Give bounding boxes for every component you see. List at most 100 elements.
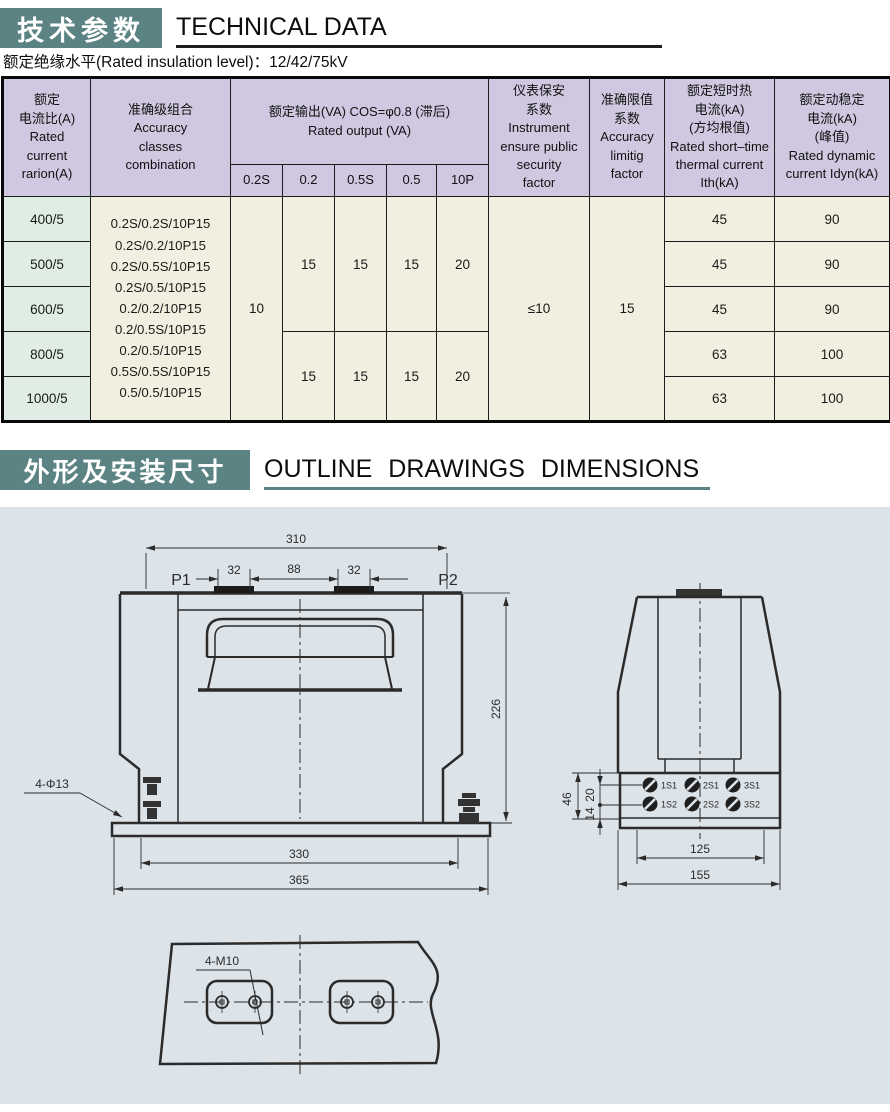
thermal-current-cell: 45: [664, 286, 776, 332]
dim-125: 125: [690, 842, 710, 856]
ratio-cell: 600/5: [2, 286, 91, 332]
output-cell: 15: [386, 331, 437, 422]
header-class-02: 0.2: [282, 164, 335, 197]
outline-title-zh: 外形及安装尺寸: [0, 450, 250, 490]
header-class-05: 0.5: [386, 164, 437, 197]
table-row: 800/5 15 15 15 20 63 100: [2, 331, 890, 422]
dim-226: 226: [489, 699, 503, 719]
dim-32-right: 32: [347, 563, 361, 577]
table-row: 1000/5 63 100: [2, 376, 890, 422]
output-cell: 20: [435, 331, 490, 422]
header-accuracy-limit-factor: 准确限值 系数 Accuracy limitig factor: [589, 77, 666, 197]
plate-holes-label: 4-M10: [205, 954, 239, 968]
mounting-plate-detail: [158, 935, 440, 1075]
accuracy-limit-cell: 15: [589, 196, 666, 422]
outline-title-en: OUTLINE DRAWINGS DIMENSIONS: [264, 455, 710, 490]
header-accuracy-classes: 准确级组合 Accuracy classes combination: [90, 77, 231, 197]
header-rated-current-ratio: 额定 电流比(A) Rated current rarion(A): [2, 77, 91, 197]
ground-stud: [458, 793, 480, 823]
terminal-screw: [642, 796, 658, 812]
thermal-current-cell: 63: [664, 376, 776, 422]
header-rated-output-group: 额定输出(VA) COS=φ0.8 (滞后) Rated output (VA): [229, 77, 490, 165]
terminal-label-3s1: 3S1: [744, 781, 760, 791]
terminal-screw: [684, 777, 700, 793]
terminal-screw: [684, 796, 700, 812]
side-view-dimensions: [572, 769, 781, 890]
terminal-screw: [642, 777, 658, 793]
dynamic-current-cell: 90: [774, 241, 890, 287]
dim-155: 155: [690, 868, 710, 882]
dynamic-current-cell: 100: [774, 376, 890, 422]
technical-section-header: 技术参数 TECHNICAL DATA: [0, 8, 662, 48]
terminal-label-3s2: 3S2: [744, 800, 760, 810]
thermal-current-cell: 45: [664, 196, 776, 242]
dim-365: 365: [289, 873, 309, 887]
terminal-screw: [725, 796, 741, 812]
dim-32-left: 32: [227, 563, 241, 577]
terminal-label-1s2: 1S2: [661, 800, 677, 810]
secondary-terminal-bolts: [143, 777, 161, 819]
mounting-holes-label: 4-Φ13: [35, 777, 69, 791]
instrument-factor-cell: ≤10: [488, 196, 591, 422]
dim-46: 46: [560, 792, 574, 806]
terminal-box: [618, 771, 782, 830]
header-thermal-current: 额定短时热 电流(kA) (方均根值) Rated short–time the…: [664, 77, 776, 197]
dim-88: 88: [287, 562, 301, 576]
output-cell: 15: [282, 196, 335, 332]
header-dynamic-current: 额定动稳定 电流(kA) (峰值) Rated dynamic current …: [774, 77, 890, 197]
dim-330: 330: [289, 847, 309, 861]
outline-section-header: 外形及安装尺寸 OUTLINE DRAWINGS DIMENSIONS: [0, 450, 710, 490]
base-plate: [110, 821, 492, 838]
output-02s-cell: 10: [230, 196, 283, 422]
technical-title-en: TECHNICAL DATA: [176, 13, 662, 48]
ratio-cell: 400/5: [2, 196, 91, 242]
p1-label: P1: [171, 572, 191, 589]
front-window-outer: [205, 617, 395, 657]
output-cell: 15: [334, 196, 387, 332]
header-class-02s: 0.2S: [230, 164, 283, 197]
terminal-screws: 1S1 2S1 3S1 1S2 2S2 3S2: [642, 777, 760, 812]
header-class-10p: 10P: [435, 164, 490, 197]
technical-data-table: 额定 电流比(A) Rated current rarion(A) 准确级组合 …: [1, 76, 890, 423]
side-view-drawing: [616, 583, 782, 839]
dim-310: 310: [286, 532, 306, 546]
dim-20: 20: [583, 788, 597, 802]
table-row: 400/5 0.2S/0.2S/10P15 0.2S/0.2/10P15 0.2…: [2, 196, 890, 422]
output-cell: 15: [282, 331, 335, 422]
terminal-label-2s1: 2S1: [703, 781, 719, 791]
terminal-label-1s1: 1S1: [661, 781, 677, 791]
front-window-inner: [214, 625, 386, 657]
front-view-dimensions: [24, 545, 512, 895]
front-view-drawing: [110, 586, 510, 838]
side-view-labels: 46 20 14 125 155: [560, 788, 710, 882]
output-cell: 20: [435, 196, 490, 332]
terminal-label-2s2: 2S2: [703, 800, 719, 810]
thermal-current-cell: 63: [664, 331, 776, 377]
dim-14: 14: [583, 807, 597, 821]
output-cell: 15: [386, 196, 437, 332]
rated-insulation-level: 额定绝缘水平(Rated insulation level)：12/42/75k…: [3, 54, 348, 71]
front-view-labels: P1 P2 310 32 88 32 226 330 365 4-Φ13: [35, 532, 503, 887]
dynamic-current-cell: 90: [774, 196, 890, 242]
ratio-cell: 500/5: [2, 241, 91, 287]
p2-label: P2: [438, 572, 458, 589]
table-row: 600/5 45 90: [2, 286, 890, 332]
top-cap: [676, 589, 722, 596]
dynamic-current-cell: 100: [774, 331, 890, 377]
ratio-cell: 1000/5: [2, 376, 91, 422]
outline-drawings-panel: P1 P2 310 32 88 32 226 330 365 4-Φ13: [0, 507, 890, 1104]
header-class-05s: 0.5S: [334, 164, 387, 197]
output-cell: 15: [334, 331, 387, 422]
thermal-current-cell: 45: [664, 241, 776, 287]
dimension-drawings: P1 P2 310 32 88 32 226 330 365 4-Φ13: [24, 532, 782, 1075]
plate-outline: [158, 940, 440, 1066]
header-instrument-security-factor: 仪表保安 系数 Instrument ensure public securit…: [488, 77, 591, 197]
technical-title-zh: 技术参数: [0, 8, 162, 48]
accuracy-combinations-cell: 0.2S/0.2S/10P15 0.2S/0.2/10P15 0.2S/0.5S…: [90, 196, 231, 422]
table-row: 500/5 45 90: [2, 241, 890, 287]
dynamic-current-cell: 90: [774, 286, 890, 332]
terminal-screw: [725, 777, 741, 793]
primary-terminal-pad-p2: [334, 586, 374, 593]
primary-terminal-pad-p1: [214, 586, 254, 593]
